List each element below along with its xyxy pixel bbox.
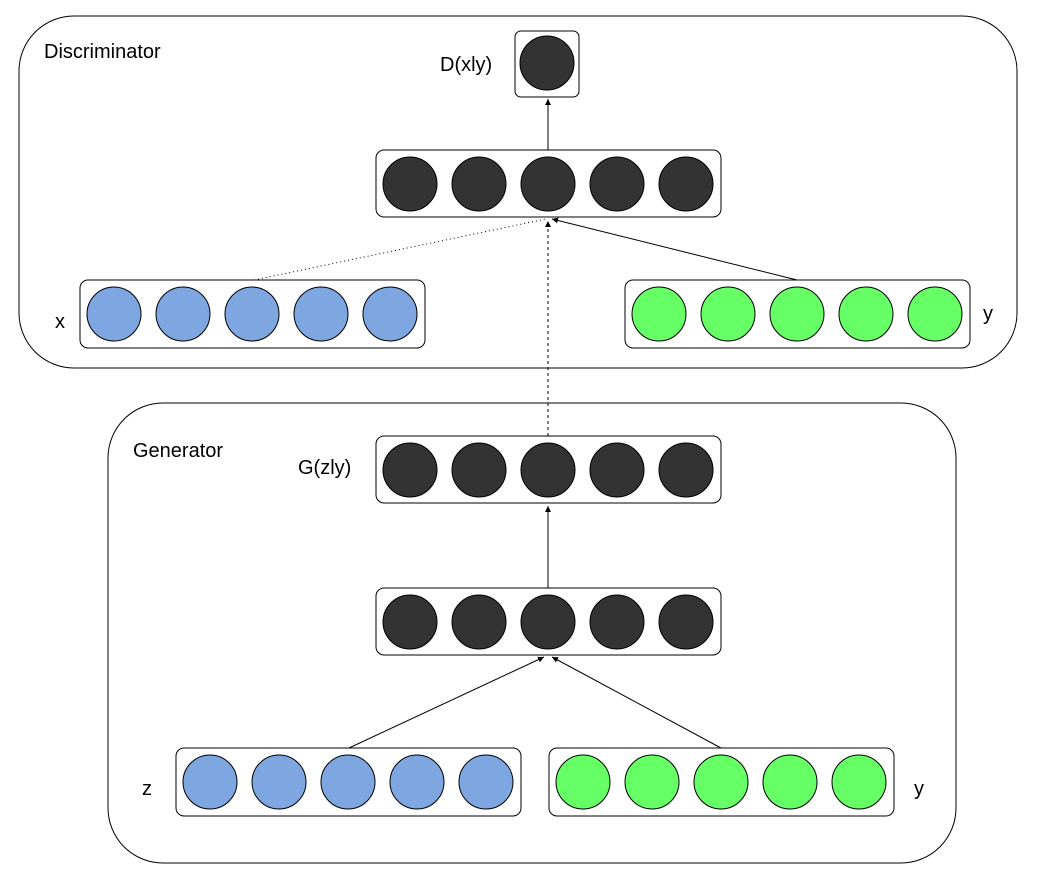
generator-z-node [251,754,307,810]
edge-y-to-hidden [551,217,798,281]
generator-z-layer: z [142,747,522,817]
generator-output-label: G(zly) [298,457,351,479]
edge-gy-to-hidden [551,656,722,749]
generator-y-node [831,754,887,810]
generator-z-node [182,754,238,810]
generator-z-box [175,747,522,817]
generator-z-label: z [142,778,152,800]
generator-hidden-node [589,594,645,650]
discriminator-output-label: D(xly) [440,54,492,76]
discriminator-hidden-node [382,156,438,212]
discriminator-output-node [519,35,575,91]
generator-output-node [589,442,645,498]
discriminator-y-label: y [983,303,993,325]
generator-output-node [658,442,714,498]
discriminator-x-label: x [55,311,65,333]
discriminator-y-box [624,279,971,349]
generator-hidden-layer [375,587,722,656]
discriminator-hidden-layer [375,149,722,218]
discriminator-x-node [86,286,142,342]
discriminator-box [18,15,1018,369]
generator-y-node [624,754,680,810]
generator-z-node [320,754,376,810]
discriminator-y-node [700,286,756,342]
discriminator-x-node [362,286,418,342]
discriminator-y-layer: y [624,279,993,349]
generator-box [107,402,957,864]
generator-hidden-node [382,594,438,650]
discriminator-hidden-node [589,156,645,212]
discriminator-y-node [769,286,825,342]
generator-output-layer: G(zly) [298,435,722,504]
generator-y-node [762,754,818,810]
generator-hidden-node [451,594,507,650]
discriminator-y-node [838,286,894,342]
discriminator-x-layer: x [55,279,426,349]
discriminator-output-layer: D(xly) [440,30,580,98]
discriminator-y-node [907,286,963,342]
generator-y-layer: y [548,747,924,817]
discriminator-x-node [293,286,349,342]
edge-x-to-hidden [253,218,547,281]
generator-region: Generator G(zly) z y [107,402,957,864]
generator-y-label: y [914,778,924,800]
discriminator-x-node [224,286,280,342]
generator-y-box [548,747,895,817]
discriminator-hidden-node [520,156,576,212]
generator-hidden-node [520,594,576,650]
discriminator-hidden-node [658,156,714,212]
generator-output-node [382,442,438,498]
generator-output-node [451,442,507,498]
discriminator-output-box [514,30,580,98]
discriminator-y-node [631,286,687,342]
generator-title: Generator [133,440,223,462]
discriminator-x-node [155,286,211,342]
edge-z-to-hidden [348,656,545,749]
discriminator-region: Discriminator D(xly) x y [18,15,1018,369]
generator-z-node [389,754,445,810]
discriminator-hidden-node [451,156,507,212]
discriminator-title: Discriminator [44,41,161,63]
generator-output-node [520,442,576,498]
generator-z-node [458,754,514,810]
generator-y-node [693,754,749,810]
generator-y-node [555,754,611,810]
discriminator-x-box [79,279,426,349]
generator-hidden-node [658,594,714,650]
